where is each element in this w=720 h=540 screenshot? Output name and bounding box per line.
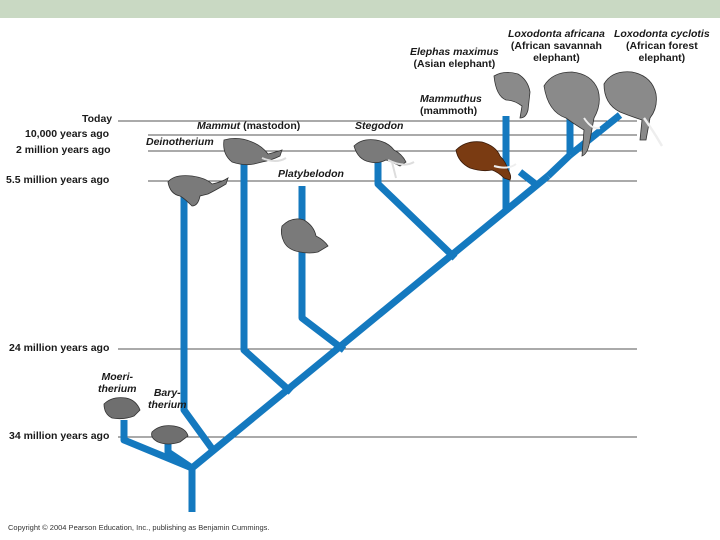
time-label-5-5m: 5.5 million years ago [6,174,110,186]
taxon-name: Mammuthus [420,93,482,105]
branches [120,112,623,512]
african-savannah-elephant-head-icon [543,71,601,157]
time-label-today: Today [82,113,113,125]
taxon-deinotherium: Deinotherium [146,136,214,148]
stegodon-head-icon [353,139,415,179]
taxon-common-name: (Asian elephant) [413,58,496,70]
african-forest-elephant-head-icon [603,71,664,147]
taxon-moeritherium: Moeri- therium [98,371,137,395]
taxon-name: Mammut [197,120,241,132]
taxon-loxodonta-cyclotis: Loxodonta cyclotis (African forest eleph… [614,28,710,64]
asian-elephant-head-icon [493,72,531,119]
branch-loxodonta [545,152,573,179]
taxon-elephas-maximus: Elephas maximus (Asian elephant) [410,46,499,70]
taxon-name: Loxodonta africana [508,28,605,40]
branch-loxodonta-cyclotis [567,112,623,158]
taxon-loxodonta-africana: Loxodonta africana (African savannah ele… [508,28,605,64]
branch-moeritherium [120,420,194,472]
taxon-name: Bary- [153,387,181,399]
branch-mammuthus [517,169,541,189]
taxon-common-name: elephant) [638,52,686,64]
taxon-name: Loxodonta cyclotis [614,28,710,40]
moeritherium-head-icon [103,397,141,420]
taxon-common-name: (African savannah [510,40,602,52]
taxon-stegodon: Stegodon [355,120,404,132]
branch-mammut [240,160,294,395]
taxon-name: therium [148,399,187,411]
taxon-barytherium: Bary- therium [148,387,187,411]
header-bar [0,0,720,18]
taxon-common-name: (mammoth) [420,105,478,117]
taxon-name: Moeri- [101,371,134,383]
barytherium-head-icon [151,425,189,445]
taxon-mammut: Mammut (mastodon) [197,120,300,132]
time-label-34m: 34 million years ago [9,430,110,442]
deinotherium-head-icon [167,175,229,207]
main-diagonal [189,173,551,471]
mammut-head-icon [223,138,287,166]
taxon-name: therium [98,383,137,395]
time-label-2m: 2 million years ago [16,144,111,156]
branch-deinotherium [180,195,216,453]
taxon-mammuthus: Mammuthus (mammoth) [420,93,482,117]
branch-stegodon [374,160,458,261]
taxon-name: Elephas maximus [410,46,499,58]
time-label-24m: 24 million years ago [9,342,110,354]
time-label-10k: 10,000 years ago [25,128,110,140]
copyright-notice: Copyright © 2004 Pearson Education, Inc.… [8,523,270,532]
taxon-common-name: (African forest [625,40,698,52]
platybelodon-head-icon [280,218,329,254]
branch-platybelodon [298,186,347,353]
taxon-platybelodon: Platybelodon [278,168,344,180]
taxon-common-name: (mastodon) [243,120,301,132]
taxon-common-name: elephant) [533,52,580,64]
mammoth-head-icon [455,141,517,181]
